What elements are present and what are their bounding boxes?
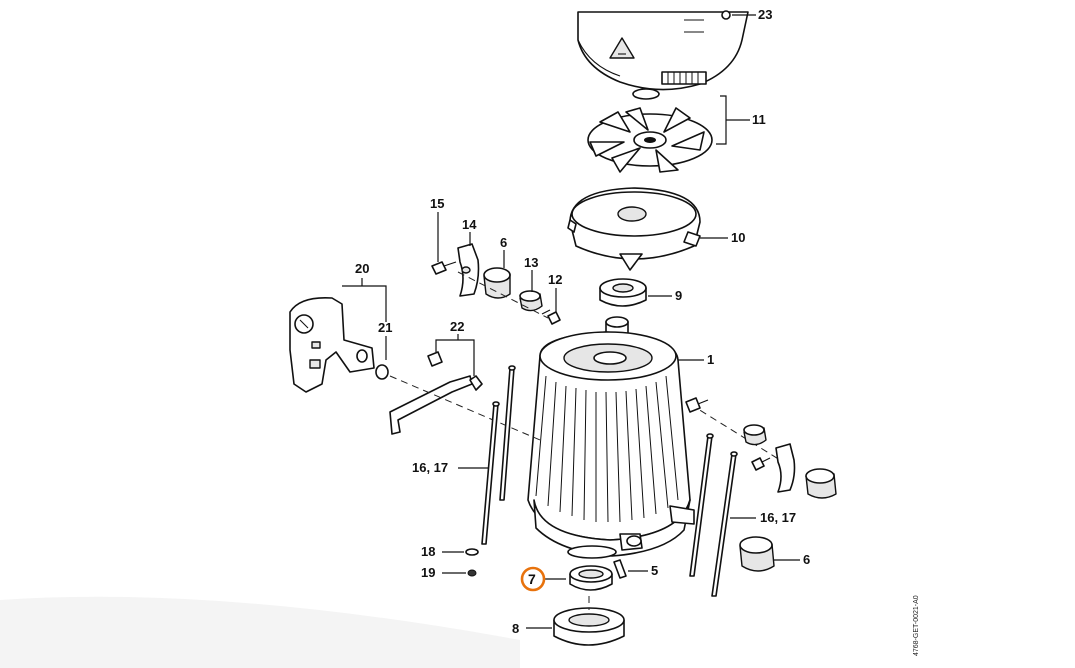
part-tie-rods-right[interactable] bbox=[689, 433, 738, 597]
label-23: 23 bbox=[758, 7, 772, 22]
label-20: 20 bbox=[355, 261, 369, 276]
part-buffer-6-upper[interactable] bbox=[483, 267, 511, 299]
part-nut-19[interactable] bbox=[467, 569, 477, 577]
part-clamp-22[interactable] bbox=[389, 351, 483, 435]
label-16-17-right: 16, 17 bbox=[760, 510, 796, 525]
label-7: 7 bbox=[528, 571, 536, 587]
label-18: 18 bbox=[421, 544, 435, 559]
part-washer-18[interactable] bbox=[465, 548, 479, 556]
part-fan[interactable] bbox=[587, 107, 713, 173]
label-22: 22 bbox=[450, 319, 464, 334]
label-21: 21 bbox=[378, 320, 392, 335]
part-bearing[interactable] bbox=[599, 278, 647, 307]
part-screw-right[interactable] bbox=[685, 397, 709, 413]
part-pin-5[interactable] bbox=[613, 559, 627, 579]
label-16-17-left: 16, 17 bbox=[412, 460, 448, 475]
background-shade bbox=[0, 596, 520, 668]
part-oring-21[interactable] bbox=[375, 364, 389, 380]
highlight-marker-7[interactable] bbox=[520, 566, 546, 592]
part-bearing-8[interactable] bbox=[553, 607, 625, 646]
part-bracket-14[interactable] bbox=[457, 243, 480, 297]
assembly-line bbox=[389, 375, 541, 441]
part-buffer-right[interactable] bbox=[805, 468, 837, 499]
label-14: 14 bbox=[462, 217, 477, 232]
label-5: 5 bbox=[651, 563, 658, 578]
part-end-shield[interactable] bbox=[567, 187, 701, 271]
label-9: 9 bbox=[675, 288, 682, 303]
label-6-lower: 6 bbox=[803, 552, 810, 567]
reference-code: 4768-GET-0021-A0 bbox=[913, 595, 920, 656]
label-8: 8 bbox=[512, 621, 519, 636]
assembly-line bbox=[689, 403, 781, 461]
part-screw-15[interactable] bbox=[431, 261, 457, 275]
part-screw-12[interactable] bbox=[541, 309, 561, 325]
part-buffer-6-lower[interactable] bbox=[739, 536, 775, 572]
label-13: 13 bbox=[524, 255, 538, 270]
part-shaft-seal-7[interactable] bbox=[569, 565, 613, 591]
label-12: 12 bbox=[548, 272, 562, 287]
part-sleeve-13[interactable] bbox=[519, 290, 543, 312]
label-15: 15 bbox=[430, 196, 444, 211]
assembly-line bbox=[457, 271, 549, 319]
part-motor-cover[interactable] bbox=[577, 10, 749, 91]
label-19: 19 bbox=[421, 565, 435, 580]
part-bracket-right[interactable] bbox=[775, 443, 796, 493]
part-screw-right-lower[interactable] bbox=[751, 457, 771, 471]
label-6-upper: 6 bbox=[500, 235, 507, 250]
part-tie-rods-left[interactable] bbox=[481, 365, 516, 545]
part-ring[interactable] bbox=[632, 88, 660, 100]
label-11: 11 bbox=[752, 112, 766, 127]
part-motor-housing[interactable] bbox=[527, 316, 695, 559]
part-sleeve-right[interactable] bbox=[743, 424, 767, 446]
part-switch-housing-20[interactable] bbox=[289, 296, 375, 393]
label-1: 1 bbox=[707, 352, 714, 367]
label-10: 10 bbox=[731, 230, 745, 245]
